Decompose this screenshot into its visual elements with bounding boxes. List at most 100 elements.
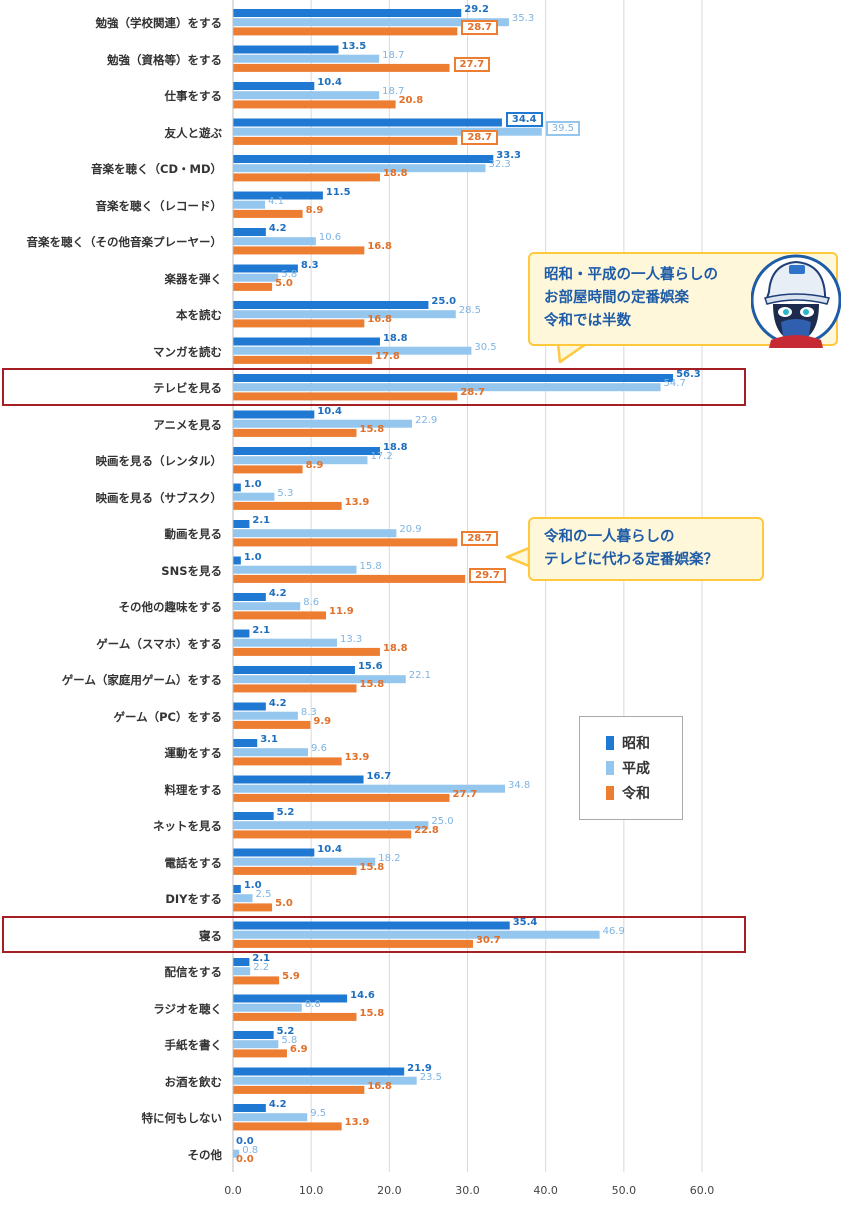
data-label-showa: 5.2: [276, 1026, 295, 1037]
bar-heisei: [233, 602, 301, 611]
category-label: 映画を見る（レンタル）: [95, 454, 223, 468]
bar-reiwa: [233, 903, 273, 912]
data-label-heisei: 18.2: [378, 852, 401, 864]
data-label-reiwa: 15.8: [359, 679, 385, 691]
data-label-heisei: 35.3: [511, 13, 535, 25]
data-label-showa: 2.1: [252, 624, 271, 636]
category-label: 動画を見る: [164, 527, 223, 541]
data-label-heisei: 4.1: [268, 195, 284, 207]
bar-showa: [233, 82, 315, 90]
data-label-heisei: 8.8: [304, 998, 321, 1010]
legend-item-showa: 昭和: [606, 735, 650, 753]
bar-heisei: [233, 1149, 240, 1158]
data-label-showa: 18.8: [382, 442, 408, 453]
bar-reiwa: [233, 392, 458, 401]
data-label-showa: 4.2: [268, 1099, 287, 1110]
bar-reiwa: [233, 757, 342, 766]
bar-showa: [233, 556, 241, 565]
bar-heisei: [233, 237, 316, 246]
category-label: 映画を見る（サブスク）: [95, 490, 223, 505]
data-label-heisei: 30.5: [474, 341, 497, 353]
data-label-showa: 10.4: [317, 843, 342, 855]
data-label-heisei: 2.5: [255, 889, 272, 901]
legend-swatch-heisei: [606, 761, 614, 775]
data-label-reiwa: 22.8: [414, 825, 439, 837]
bar-showa: [233, 118, 502, 127]
data-label-reiwa: 11.9: [329, 606, 354, 618]
data-label-reiwa: 6.9: [289, 1044, 308, 1056]
category-label: 音楽を聴く（CD・MD）: [91, 162, 222, 176]
bar-showa: [233, 885, 241, 893]
data-label-heisei: 5.8: [281, 268, 298, 280]
bar-reiwa: [233, 1085, 365, 1094]
data-label-heisei: 20.9: [399, 524, 422, 536]
data-label-reiwa: 16.8: [367, 241, 392, 253]
bar-reiwa: [233, 866, 357, 875]
data-label-reiwa: 28.7: [460, 387, 486, 399]
bar-heisei: [233, 54, 380, 63]
bar-reiwa: [233, 574, 466, 583]
bar-heisei: [233, 419, 413, 428]
mascot-character-icon: [751, 254, 841, 348]
bar-heisei: [233, 711, 298, 720]
bar-heisei: [233, 894, 253, 903]
bar-reiwa: [233, 720, 311, 729]
category-label: 友人と遊ぶ: [164, 125, 223, 140]
data-label-reiwa: 9.9: [313, 715, 332, 727]
category-label: ゲーム（家庭用ゲーム）をする: [61, 673, 222, 687]
data-label-showa: 25.0: [431, 296, 457, 307]
category-label: ゲーム（スマホ）をする: [96, 636, 222, 651]
category-label: DIYをする: [165, 892, 222, 906]
bar-reiwa: [233, 939, 473, 948]
data-label-showa: 8.3: [300, 259, 319, 271]
data-label-heisei: 13.3: [339, 633, 363, 645]
bar-heisei: [233, 164, 486, 173]
data-label-showa: 13.5: [341, 40, 367, 52]
category-label: 音楽を聴く（その他音楽プレーヤー）: [26, 235, 223, 249]
bar-showa: [233, 45, 339, 54]
bar-showa: [233, 593, 266, 601]
data-label-reiwa: 16.8: [367, 314, 392, 326]
bar-showa: [233, 739, 258, 747]
data-label-reiwa: 5.0: [275, 277, 293, 289]
bar-showa: [233, 812, 274, 820]
category-label: SNSを見る: [161, 563, 222, 578]
bar-heisei: [233, 748, 309, 757]
data-label-showa: 15.6: [357, 661, 383, 672]
legend-label-showa: 昭和: [622, 736, 650, 752]
bar-showa: [233, 9, 462, 17]
category-label: 音楽を聴く（レコード）: [95, 198, 223, 213]
data-label-reiwa: 15.8: [359, 861, 385, 873]
data-label-heisei: 2.2: [253, 962, 270, 974]
bar-heisei: [233, 967, 251, 976]
bar-showa: [233, 301, 429, 309]
data-label-showa: 4.2: [268, 588, 287, 599]
bar-heisei: [233, 127, 542, 136]
legend-item-reiwa: 令和: [606, 785, 650, 803]
data-label-reiwa: 30.7: [475, 934, 501, 946]
data-label-showa: 11.5: [325, 186, 351, 198]
data-label-heisei: 25.0: [431, 816, 454, 828]
bar-showa: [233, 264, 298, 273]
chart-legend: 昭和 平成 令和: [579, 716, 683, 820]
data-label-reiwa: 27.7: [453, 56, 491, 72]
category-label: 料理をする: [164, 782, 223, 797]
data-label-heisei: 22.9: [415, 414, 438, 426]
data-label-heisei: 18.7: [382, 86, 405, 98]
bar-heisei: [233, 346, 472, 355]
bar-showa: [233, 337, 380, 346]
data-label-showa: 18.8: [382, 332, 408, 344]
data-label-showa: 34.4: [505, 111, 543, 127]
x-tick-label: 60.0: [689, 1184, 715, 1197]
bar-reiwa: [233, 465, 303, 474]
bar-showa: [233, 666, 355, 674]
data-label-showa: 4.2: [268, 223, 287, 234]
bar-reiwa: [233, 63, 450, 72]
bar-reiwa: [233, 1012, 357, 1021]
data-label-showa: 0.0: [236, 1135, 254, 1147]
data-label-heisei: 8.3: [300, 706, 317, 718]
data-label-reiwa: 8.9: [305, 204, 324, 216]
bar-showa: [233, 1104, 266, 1112]
